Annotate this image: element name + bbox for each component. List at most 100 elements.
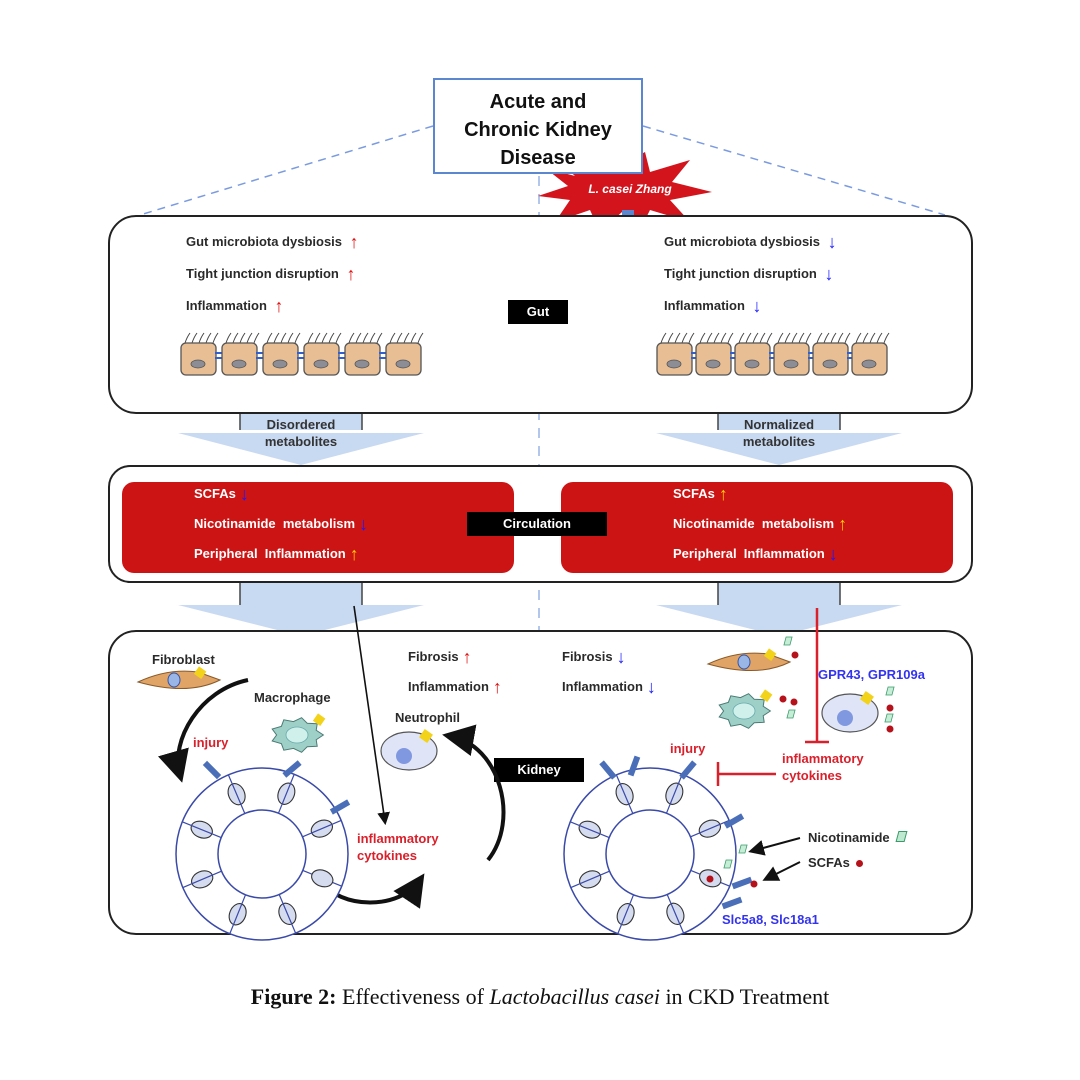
microvillus [805,332,812,344]
caption-species: Lactobacillus casei [489,984,660,1009]
tubule-septum [690,819,730,838]
tubule-left [175,760,351,941]
tubular-cell-nucleus [311,869,334,888]
down-arrow-icon: ↓ [828,544,838,564]
epithelial-cell [851,342,888,376]
nicotinamide-marker [884,713,894,723]
cell-nucleus [354,359,370,369]
tubule-septum [570,821,610,839]
microvillus [844,332,851,344]
tubule-septum [182,821,222,839]
microvillus [823,332,830,344]
down-arrow-icon: ↓ [824,264,834,284]
microvillus [198,332,205,344]
down-arrow-icon: ↓ [646,677,656,697]
gut-left-item-2: Inflammation ↑ [186,296,284,316]
up-arrow-icon: ↑ [492,677,502,697]
tubule-septum [666,894,685,934]
cell-nucleus [272,359,288,369]
microvillus [869,332,876,344]
receptor-yellow [763,648,777,661]
epithelial-cell [385,342,422,376]
epithelial-cell-row [656,332,890,376]
scfa-marker [886,704,894,712]
tubule-septum [615,774,634,814]
cytokines-label-left: inflammatory cytokines [357,831,439,863]
fibroblast-label: Fibroblast [152,652,215,667]
circ-left-item-2: Peripheral Inflammation↑ [194,544,359,564]
microvillus [246,332,253,344]
receptors-label: GPR43, GPR109a [818,667,925,682]
flow-left-label: Disordered metabolites [264,417,338,449]
microvillus [253,332,260,344]
nicotinamide-icon [895,831,908,842]
microvillus [745,332,752,344]
scfa-marker [706,875,714,883]
circ-right-item-2: Peripheral Inflammation↓ [673,544,838,564]
circ-left-item-1: Nicotinamide metabolism↓ [194,514,369,534]
microvillus [876,332,883,344]
receptor-mark [731,876,753,890]
microvillus [273,332,280,344]
microvillus [410,332,417,344]
tubule-septum [227,774,246,814]
microvillus [212,332,219,344]
kidney-left-effect-1: Inflammation↑ [408,677,502,697]
microvillus [766,332,773,344]
nicotinamide-marker [786,709,796,719]
microvillus [720,332,727,344]
cytokines-label-right: inflammatory cytokines [782,751,864,783]
microvillus [321,332,328,344]
kidney-left-effects: Fibrosis↑ Inflammation↑ [408,647,502,707]
receptor-mark [202,760,222,780]
cytokines-to-neutrophil-arrow [442,724,506,862]
microvillus [389,332,396,344]
microvillus [232,332,239,344]
tubule-lumen [605,809,695,899]
tubule-septum [665,774,683,814]
cell-nucleus [395,359,411,369]
circ-left-item-0: SCFAs↓ [194,484,249,504]
treatment-badge: L. casei Zhang [588,182,672,196]
circulation-to-cytokines-arrow [353,605,390,826]
microvillus [674,332,681,344]
fibroblast-nucleus [737,654,751,670]
receptor-mark [329,799,351,815]
receptor-mark [721,896,743,910]
gut-right-item-1: Tight junction disruption ↓ [664,264,834,284]
microvillus [348,332,355,344]
circ-right-item-0: SCFAs↑ [673,484,728,504]
receptor-yellow [860,691,874,705]
injury-label-right: injury [670,741,706,756]
receptor-yellow [312,713,326,726]
up-arrow-icon: ↑ [274,296,284,316]
tubule-septum [570,870,610,889]
down-arrow-icon: ↓ [752,296,762,316]
gut-left-item-0: Gut microbiota dysbiosis ↑ [186,232,359,252]
circulation-left-list: SCFAs↓ Nicotinamide metabolism↓ Peripher… [194,484,368,574]
injury-label-left: injury [193,735,229,750]
microvillus [403,332,410,344]
kidney-right-effect-0: Fibrosis↓ [562,647,626,667]
microvillus [328,332,335,344]
gut-right-list: Gut microbiota dysbiosis ↓ Tight junctio… [664,232,837,328]
scfas-legend: SCFAs [808,855,863,870]
gut-label: Gut [508,300,568,324]
tubule-lumen [217,809,307,899]
flow-right-label: Normalized metabolites [742,417,816,449]
receptor-mark [282,760,302,778]
microvillus [239,332,246,344]
nicotinamide-legend: Nicotinamide [808,830,908,845]
down-arrow-icon: ↓ [359,514,369,534]
circulation-label: Circulation [467,512,607,536]
tubule-septum [302,819,342,838]
macrophage-nucleus [285,726,309,744]
macrophage-left [271,713,326,753]
gut-left-list: Gut microbiota dysbiosis ↑ Tight junctio… [186,232,359,328]
kidney-right-effects: Fibrosis↓ Inflammation↓ [562,647,656,707]
microvillus [314,332,321,344]
microvillus [791,332,798,344]
cell-nucleus [190,359,206,369]
epithelial-cell-row [180,332,424,376]
cell-nucleus [231,359,247,369]
